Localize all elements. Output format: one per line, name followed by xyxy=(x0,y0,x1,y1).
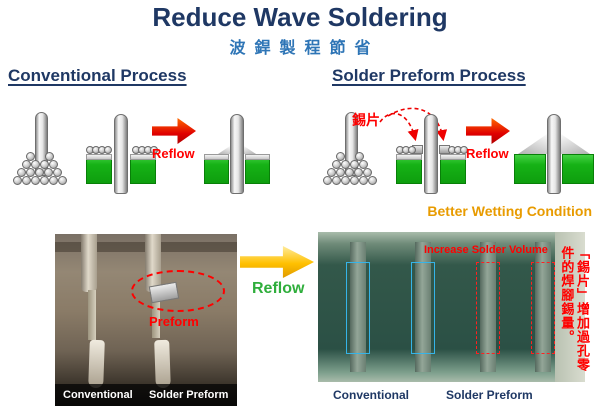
solder-ball-icon xyxy=(49,176,58,185)
photo-caption-band xyxy=(55,384,237,406)
solder-ball-icon xyxy=(336,168,345,177)
pcb-pad-icon xyxy=(396,154,422,160)
solder-ball-icon xyxy=(31,176,40,185)
reflow-arrow-gold-icon xyxy=(240,246,314,278)
solder-ball-icon xyxy=(35,168,44,177)
solder-fillet-icon xyxy=(561,134,590,154)
photo-light-strip xyxy=(555,232,585,382)
photo-solder-tip-icon xyxy=(154,339,171,389)
through-hole-joint-icon xyxy=(350,242,366,372)
solder-ball-icon xyxy=(104,146,112,154)
joint-outline-blue xyxy=(346,262,370,354)
page-title: Reduce Wave Soldering xyxy=(152,2,448,32)
pcb-pad-icon xyxy=(86,154,112,160)
pcb-result-conventional xyxy=(204,114,270,198)
solder-preform-photo: Increase Solder Volume xyxy=(318,232,585,382)
component-pin-icon xyxy=(114,114,128,194)
solder-ball-icon xyxy=(368,176,377,185)
preform-highlight-ellipse xyxy=(131,270,225,312)
joint-outline-red xyxy=(476,262,500,354)
pcb-result-better-wetting xyxy=(514,114,594,198)
solder-ball-pile-conventional xyxy=(12,112,70,190)
solder-ball-icon xyxy=(359,176,368,185)
component-pin-icon xyxy=(547,114,561,194)
reflow-label-conventional: Reflow xyxy=(152,146,195,161)
photo-connector-icon xyxy=(81,234,97,292)
pcb-pad-icon xyxy=(440,154,466,160)
solder-ball-icon xyxy=(44,168,53,177)
through-hole-joint-icon xyxy=(415,242,431,372)
solder-ball-icon xyxy=(40,160,49,169)
preform-annotation: Preform xyxy=(149,314,199,329)
reflow-label-bottom: Reflow xyxy=(252,280,305,297)
solder-ball-icon xyxy=(323,176,332,185)
reflow-arrow-icon xyxy=(152,118,196,144)
component-pin-icon xyxy=(230,114,244,194)
pcb-pad-icon xyxy=(204,154,229,160)
pcb-board-icon xyxy=(562,154,594,184)
joint-outline-red xyxy=(531,262,555,354)
reflow-label-preform: Reflow xyxy=(466,146,509,161)
left-photo-caption-preform: Solder Preform xyxy=(149,389,229,401)
solder-ball-icon xyxy=(332,176,341,185)
pcb-with-solder-balls-conventional xyxy=(86,114,158,198)
solder-ball-icon xyxy=(345,168,354,177)
solder-ball-icon xyxy=(332,160,341,169)
solder-fillet-icon xyxy=(218,146,230,154)
solder-ball-pile-preform xyxy=(322,112,380,190)
solder-ball-icon xyxy=(31,160,40,169)
solder-ball-icon xyxy=(341,176,350,185)
solder-ball-icon xyxy=(22,160,31,169)
reflow-arrow-icon xyxy=(466,118,510,144)
right-photo-caption-preform: Solder Preform xyxy=(446,388,533,402)
solder-ball-icon xyxy=(341,160,350,169)
solder-fillet-icon xyxy=(518,134,547,154)
left-photo-caption-conventional: Conventional xyxy=(63,389,133,401)
solder-ball-icon xyxy=(40,176,49,185)
solder-ball-icon xyxy=(26,168,35,177)
photo-solder-tip-icon xyxy=(88,339,105,389)
solder-fillet-icon xyxy=(244,146,256,154)
right-photo-caption-conventional: Conventional xyxy=(333,388,410,402)
solder-ball-icon xyxy=(150,146,158,154)
photo-pin-icon xyxy=(88,290,96,340)
solder-ball-icon xyxy=(49,160,58,169)
solder-preform-process-heading: Solder Preform Process xyxy=(332,66,526,85)
conventional-photo: Preform Conventional Solder Preform xyxy=(55,234,237,406)
solder-preform-chip-label: 錫片 xyxy=(352,112,380,128)
page-subtitle: 波銲製程節省 xyxy=(229,40,380,57)
increase-solder-volume-annotation: Increase Solder Volume xyxy=(424,244,548,256)
solder-ball-icon xyxy=(354,168,363,177)
solder-ball-icon xyxy=(22,176,31,185)
preform-side-note: 「錫片」增加過孔零件的焊腳錫量。 xyxy=(559,246,590,372)
photo-pin-icon xyxy=(152,290,160,338)
solder-ball-icon xyxy=(408,146,416,154)
component-pin-icon xyxy=(424,114,438,194)
pcb-pad-icon xyxy=(245,154,270,160)
pcb-with-preform-chips xyxy=(396,114,468,198)
through-hole-joint-icon xyxy=(480,242,496,372)
solder-ball-icon xyxy=(26,152,35,161)
solder-ball-icon xyxy=(13,176,22,185)
solder-ball-icon xyxy=(336,152,345,161)
better-wetting-label: Better Wetting Condition xyxy=(427,203,592,219)
solder-ball-icon xyxy=(350,160,359,169)
solder-ball-icon xyxy=(355,152,364,161)
solder-ball-icon xyxy=(53,168,62,177)
pcb-pad-icon xyxy=(130,154,156,160)
solder-ball-icon xyxy=(327,168,336,177)
pcb-board-icon xyxy=(514,154,546,184)
solder-ball-icon xyxy=(350,176,359,185)
through-hole-joint-icon xyxy=(535,242,551,372)
solder-ball-icon xyxy=(359,160,368,169)
joint-outline-blue xyxy=(411,262,435,354)
preform-pointer-arrows-icon xyxy=(379,107,448,142)
conventional-process-heading: Conventional Process xyxy=(8,66,187,85)
solder-ball-icon xyxy=(58,176,67,185)
solder-ball-icon xyxy=(460,146,468,154)
solder-ball-icon xyxy=(45,152,54,161)
solder-ball-icon xyxy=(363,168,372,177)
solder-ball-icon xyxy=(17,168,26,177)
